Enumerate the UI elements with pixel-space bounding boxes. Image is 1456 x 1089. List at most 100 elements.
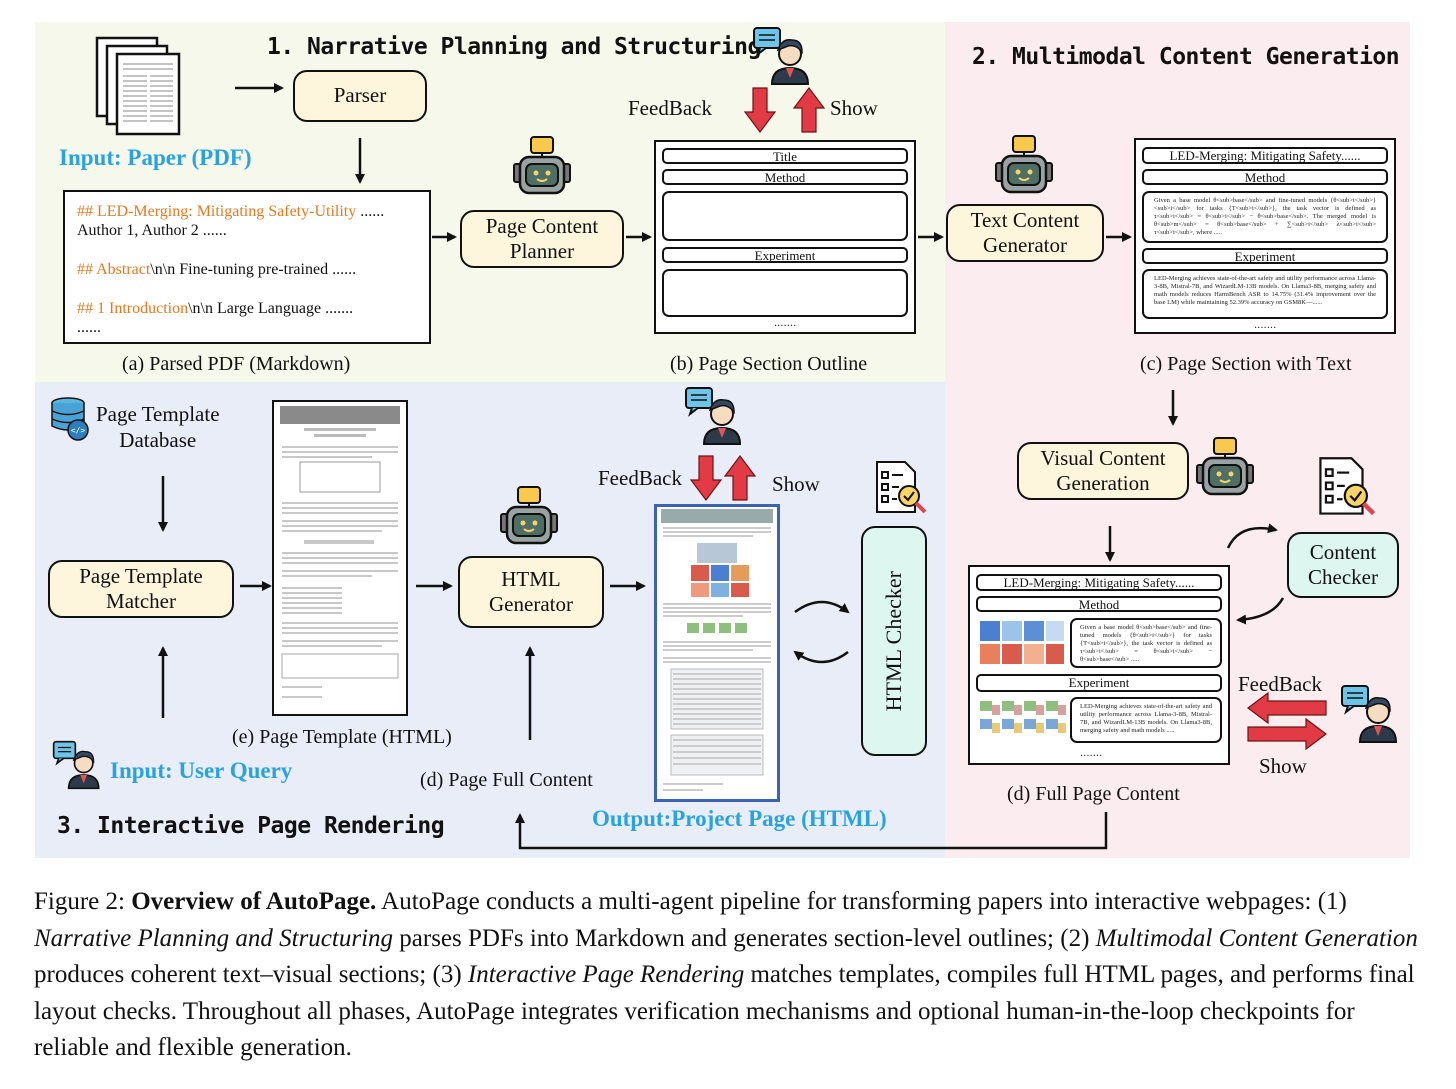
fullpage-method-text: Given a base model θ<sub>base</sub> and … (1070, 618, 1222, 668)
outline-experiment-content (662, 269, 908, 317)
human-icon-top (752, 26, 812, 86)
show-label-top: Show (830, 96, 878, 120)
caption-b: (b) Page Section Outline (670, 353, 868, 375)
arrow-loop-from-checker (793, 650, 849, 664)
section-experiment-text: LED-Merging achieves state-of-the-art sa… (1142, 269, 1388, 319)
page-section-with-text: LED-Merging: Mitigating Safety...... Met… (1134, 138, 1396, 334)
md-line-ellipsis: ...... (77, 319, 101, 336)
page-section-outline: Title Method Experiment ....... (654, 140, 916, 334)
robot-icon-htmlgen (499, 485, 559, 547)
caption-c: (c) Page Section with Text (1140, 353, 1352, 375)
caption-italic-2: Multimodal Content Generation (1095, 924, 1418, 952)
content-checker-agent: Content Checker (1287, 532, 1399, 598)
parser-agent: Parser (293, 70, 427, 122)
visual-content-generation-agent: Visual Content Generation (1017, 442, 1189, 500)
human-icon-query (52, 740, 102, 790)
output-label: Output:Project Page (HTML) (592, 806, 887, 831)
full-page-content: LED-Merging: Mitigating Safety...... Met… (968, 565, 1230, 765)
show-arrow-side (1247, 717, 1327, 751)
outline-method-bar: Method (662, 169, 908, 185)
html-checker-label: HTML Checker (880, 570, 906, 712)
section-experiment-bar: Experiment (1142, 248, 1388, 264)
caption-italic-3: Interactive Page Rendering (467, 961, 745, 988)
show-arrow-top (792, 87, 826, 133)
page-template-matcher-agent: Page Template Matcher (48, 560, 234, 618)
visual-label-2: Generation (1056, 471, 1150, 495)
human-icon-side (1340, 684, 1400, 744)
feedback-arrow-render (689, 455, 723, 501)
feedback-label-top: FeedBack (628, 96, 712, 120)
caption-text-3: produces coherent text–visual sections; … (34, 961, 468, 988)
md-line-abstract: ## Abstract\n\n Fine-tuning pre-trained … (77, 261, 357, 278)
outline-title-bar: Title (662, 148, 908, 164)
fullpage-heatmap-image (978, 619, 1066, 667)
database-label-2: Database (119, 428, 197, 452)
caption-e: (e) Page Template (HTML) (232, 726, 452, 748)
section-method-bar: Method (1142, 169, 1388, 185)
matcher-label-1: Page Template (79, 563, 203, 588)
caption-prefix: Figure 2: (34, 888, 132, 915)
feedback-arrow-side (1247, 691, 1327, 725)
matcher-label-2: Matcher (106, 589, 176, 613)
arrow-loop-from-content-checker (1236, 597, 1285, 625)
database-label-1: Page Template (96, 402, 220, 426)
feedback-label-side: FeedBack (1238, 672, 1322, 696)
phase-3-title: 3. Interactive Page Rendering (57, 813, 445, 839)
text-content-generator-agent: Text Content Generator (946, 204, 1104, 262)
database-label: Page Template Database (96, 401, 220, 453)
md-line-authors: Author 1, Author 2 ...... (77, 222, 227, 239)
robot-icon-textgen (994, 134, 1054, 196)
arrow-loop-to-content-checker (1226, 523, 1278, 549)
section-title-bar: LED-Merging: Mitigating Safety...... (1142, 147, 1388, 164)
content-checker-label-2: Checker (1308, 565, 1378, 589)
caption-d-full: (d) Full Page Content (1007, 783, 1180, 805)
visual-label-1: Visual Content (1040, 445, 1166, 470)
caption-a: (a) Parsed PDF (Markdown) (122, 353, 351, 375)
figure-caption: Figure 2: Overview of AutoPage. AutoPage… (34, 884, 1420, 1067)
caption-text-2: parses PDFs into Markdown and generates … (393, 924, 1096, 952)
parsed-markdown-box: ## LED-Merging: Mitigating Safety-Utilit… (63, 190, 431, 344)
md-line-intro: ## 1 Introduction\n\n Large Language ...… (77, 300, 354, 317)
arrow-fullpage-to-rendering (515, 812, 1108, 850)
planner-label-1: Page Content (485, 213, 599, 238)
outline-ellipsis: ....... (774, 318, 797, 329)
html-generator-agent: HTML Generator (458, 556, 604, 628)
parser-label: Parser (333, 83, 387, 108)
fullpage-title-bar: LED-Merging: Mitigating Safety...... (976, 574, 1222, 591)
fullpage-experiment-image (978, 697, 1068, 741)
outline-experiment-bar: Experiment (662, 247, 908, 263)
feedback-label-render: FeedBack (598, 466, 682, 490)
outline-method-content (662, 191, 908, 241)
show-label-side: Show (1259, 754, 1307, 778)
fullpage-method-bar: Method (976, 596, 1222, 612)
fullpage-ellipsis: ....... (1080, 748, 1103, 759)
caption-text-1: AutoPage conducts a multi-agent pipeline… (376, 888, 1347, 915)
human-icon-render (684, 386, 744, 446)
show-arrow-render (723, 455, 757, 501)
caption-text-4: matches templates, compiles full HTML pa… (34, 961, 1415, 1061)
page-content-planner-agent: Page Content Planner (460, 210, 624, 268)
database-icon: </> (48, 396, 94, 442)
caption-bold: Overview of AutoPage. (131, 888, 377, 915)
planner-label-2: Planner (509, 239, 575, 263)
page-template-thumbnail (272, 400, 408, 716)
svg-text:</>: </> (71, 426, 86, 435)
phase-2-title: 2. Multimodal Content Generation (972, 44, 1400, 70)
output-project-page-thumbnail (654, 504, 780, 802)
robot-icon-visual (1195, 436, 1255, 498)
arrow-loop-to-checker (794, 600, 850, 614)
section-ellipsis: ....... (1254, 320, 1277, 331)
caption-italic-1: Narrative Planning and Structuring (34, 924, 394, 952)
fullpage-experiment-bar: Experiment (976, 674, 1222, 692)
htmlgen-label-2: Generator (489, 592, 573, 616)
fullpage-experiment-text: LED-Merging achieves state-of-the-art sa… (1070, 697, 1222, 743)
md-line-title: ## LED-Merging: Mitigating Safety-Utilit… (77, 203, 385, 220)
content-checker-label-1: Content (1309, 539, 1377, 564)
checklist-icon-html (873, 460, 929, 516)
htmlgen-label-1: HTML (501, 566, 561, 591)
paper-stack-icon (95, 36, 190, 136)
textgen-label-2: Generator (983, 233, 1067, 257)
caption-d-page: (d) Page Full Content (420, 769, 593, 791)
arrows-layer (158, 83, 1327, 850)
phase-1-title: 1. Narrative Planning and Structuring (267, 34, 761, 60)
